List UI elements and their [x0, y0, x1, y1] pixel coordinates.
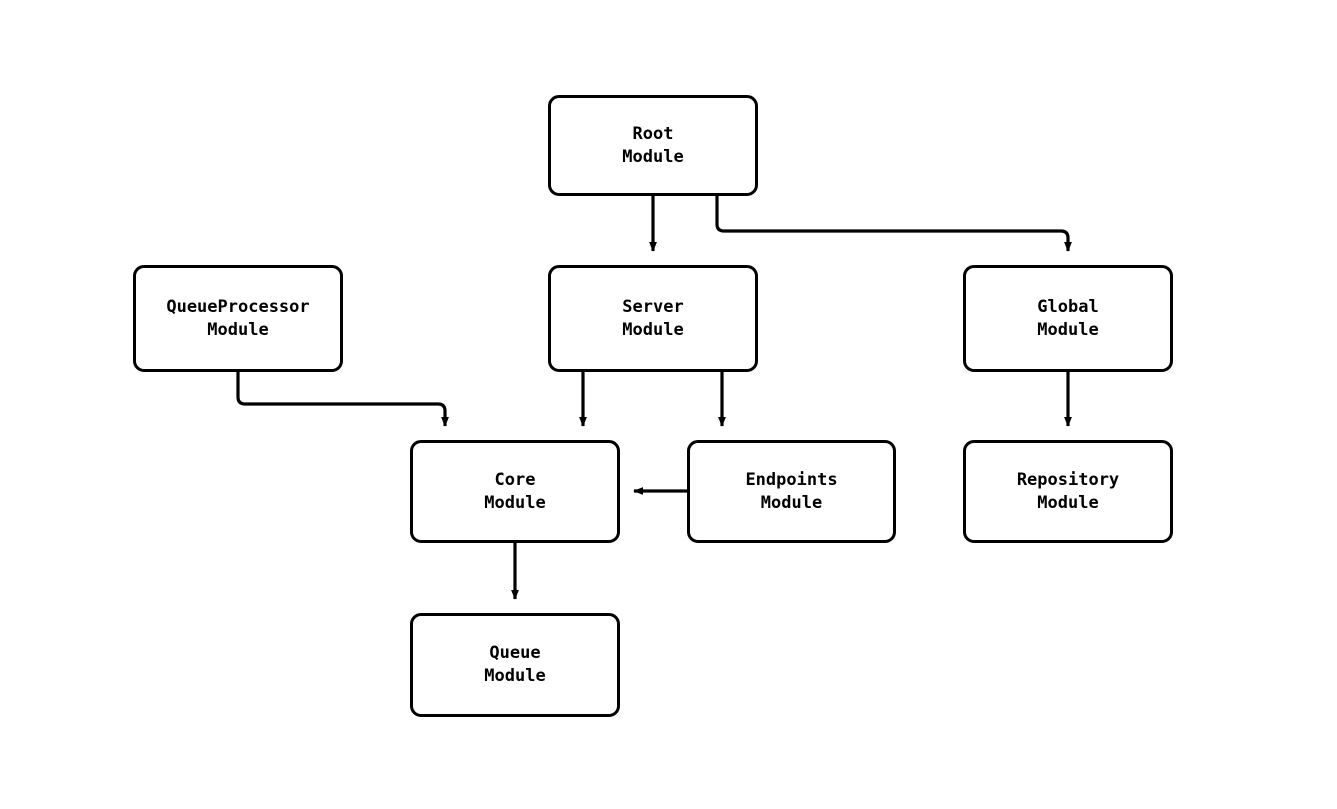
node-repository-module-line2: Module [1037, 492, 1099, 513]
node-core-module[interactable]: Core Module [410, 440, 620, 543]
node-core-module-line1: Core [494, 469, 536, 490]
node-global-module[interactable]: Global Module [963, 265, 1173, 372]
node-endpoints-module-line2: Module [760, 492, 823, 513]
node-repository-module-line1: Repository [1016, 469, 1120, 490]
node-queue-module-line2: Module [484, 666, 546, 686]
edge-queueprocessor-core [236, 372, 449, 427]
node-root-module-line2: Module [622, 146, 684, 167]
node-endpoints-module[interactable]: Endpoints Module [687, 440, 896, 543]
node-core-module-line2: Module [484, 492, 546, 513]
node-queueprocessor-module-line1: QueueProcessor [166, 296, 310, 317]
node-root-module[interactable]: Root Module [548, 95, 758, 196]
node-server-module-line2: Module [622, 319, 684, 340]
node-global-module-line1: Global [1037, 296, 1099, 317]
node-queue-module-line1: Queue [489, 643, 541, 663]
node-queue-module[interactable]: Queue Module [410, 613, 620, 717]
node-global-module-line2: Module [1037, 319, 1099, 340]
edge-root-global [715, 196, 1072, 252]
node-server-module-line1: Server [622, 296, 684, 317]
node-root-module-line1: Root [632, 123, 674, 144]
node-queueprocessor-module-line2: Module [207, 319, 269, 340]
node-endpoints-module-line1: Endpoints [745, 469, 838, 490]
node-repository-module[interactable]: Repository Module [963, 440, 1173, 543]
node-queueprocessor-module[interactable]: QueueProcessor Module [133, 265, 343, 372]
node-server-module[interactable]: Server Module [548, 265, 758, 372]
